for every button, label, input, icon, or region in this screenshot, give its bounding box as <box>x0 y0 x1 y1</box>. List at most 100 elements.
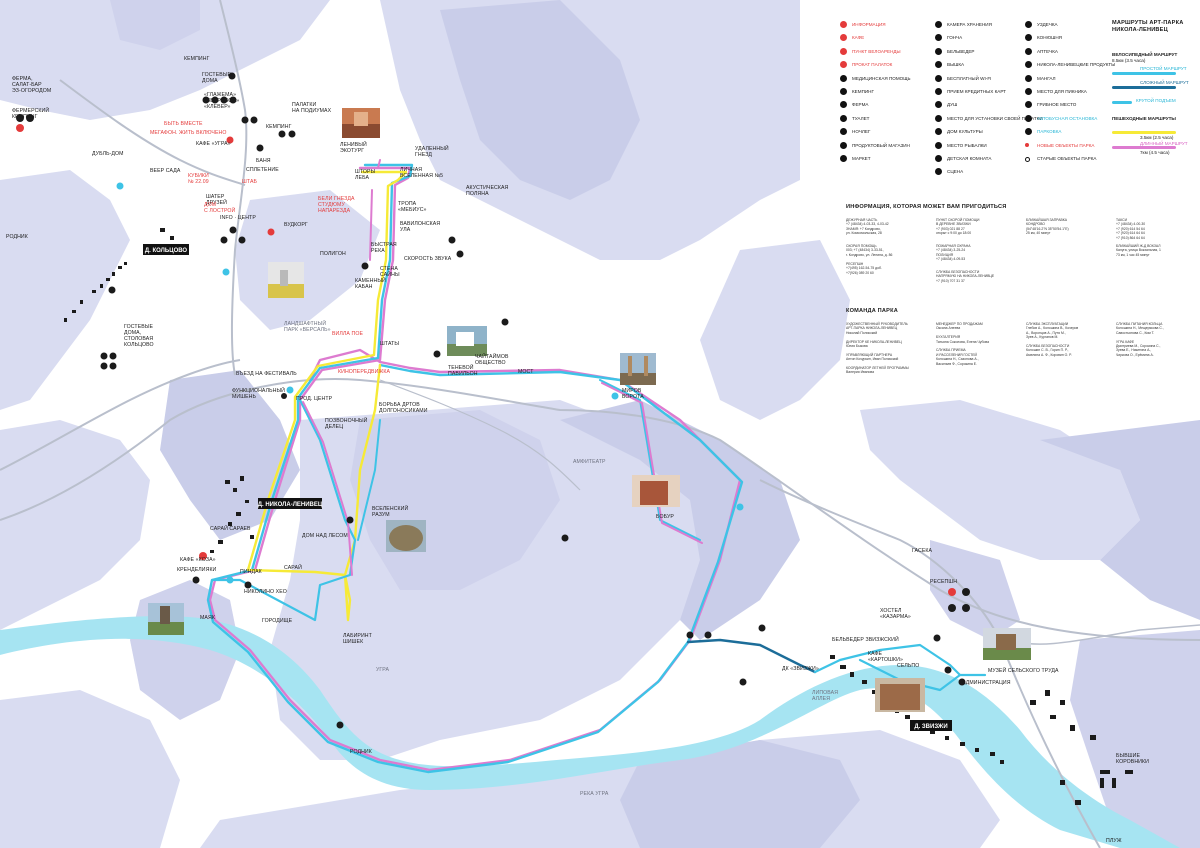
place-label-tropa-mebius: ТРОПА«МЕБИУС» <box>398 201 427 213</box>
info-block: СКОРАЯ ПОМОЩЬ 003; +7 (48434) 3-33-51, г… <box>846 244 893 257</box>
place-label-ugra-water: УГРА <box>376 667 390 673</box>
bike-route-heading: ВЕЛОСИПЕДНЫЙ МАРШРУТ <box>1112 52 1178 57</box>
legend-icon <box>840 61 847 69</box>
team-block: СЛУЖБА ЭКСПЛУАТАЦИИ Глебов А., Колошина … <box>1026 322 1079 357</box>
river-ugra <box>0 616 1180 848</box>
place-label-veer-sada: ВЕЕР САДА <box>150 168 181 174</box>
legend-icon <box>935 34 942 42</box>
legend-icon <box>935 47 942 55</box>
photo-arch <box>620 353 656 385</box>
place-label-pr-tsentr: ПРОД. ЦЕНТР <box>296 396 333 402</box>
long-route-sub: 7км (4.5 часа) <box>1140 150 1170 155</box>
info-heading: ИНФОРМАЦИЯ, КОТОРАЯ МОЖЕТ ВАМ ПРИГОДИТЬС… <box>846 204 1007 210</box>
legend-label: МЕСТО ДЛЯ ПИКНИКА <box>1037 89 1087 94</box>
legend-icon <box>1025 88 1032 95</box>
svg-text:Д. НИКОЛА-ЛЕНИВЕЦ: Д. НИКОЛА-ЛЕНИВЕЦ <box>258 502 323 508</box>
place-label-museum: МУЗЕЙ СЕЛЬСКОГО ТРУДА <box>988 666 1059 674</box>
legend-icon <box>840 34 847 42</box>
legend-icon <box>1025 61 1032 69</box>
team-block: СЛУЖБА ПИТАНИЯ КОЛЬЦА Колошина Н., Мещер… <box>1116 322 1164 357</box>
bike-route-sub: 8.5км (3.5 часа) <box>1112 58 1146 63</box>
place-label-pindak: ПИНДАК <box>240 569 262 575</box>
legend-icon <box>935 141 942 149</box>
team-block: ХУДОЖЕСТВЕННЫЙ РУКОВОДИТЕЛЬ АРТ-ПАРКА НИ… <box>846 322 909 375</box>
team-block: МЕНЕДЖЕР ПО ПРОДАЖАМ Оксана Алеева БУХГА… <box>936 322 989 366</box>
legend-icon <box>935 61 942 69</box>
place-label-rodnik-bottom: РОДНИК <box>350 749 372 755</box>
legend-icon <box>840 128 847 136</box>
legend-icon <box>935 101 942 109</box>
place-label-amfiteatr: АМФИТЕАТР <box>573 459 606 465</box>
legend-label: НОЧЛЕГ <box>852 129 871 135</box>
place-label-villa-pog: ВИЛЛА ПОЕ <box>332 331 363 337</box>
legend-icon <box>935 88 942 95</box>
legend-label: КЕМПИНГ <box>852 89 874 94</box>
legend-label: КАМЕРА ХРАНЕНИЯ <box>947 22 992 27</box>
village-tag-koltsovo: Д. КОЛЬЦОВО <box>143 244 189 255</box>
place-label-reka-ugra: РЕКА УГРА <box>580 791 609 797</box>
place-label-hostel: ХОСТЕЛ«КАЗАРМА» <box>880 608 911 620</box>
legend-icon <box>1025 114 1032 122</box>
legend-label: МЕДИЦИНСКАЯ ПОМОЩЬ <box>852 75 911 81</box>
legend-icon <box>935 128 942 136</box>
place-label-camping-mid: КЕМПИНГ <box>266 124 292 130</box>
legend-icon <box>840 21 847 28</box>
place-label-shtrafstoyka: ШТАТЫ <box>380 341 399 347</box>
legend-label: НОВЫЕ ОБЪЕКТЫ ПАРКА <box>1037 142 1095 148</box>
legend-label: ПРИЕМ КРЕДИТНЫХ КАРТ <box>947 89 1006 94</box>
legend-label: ТУАЛЕТ <box>852 115 870 121</box>
place-label-cafe-ugra: КАФЕ «УГРА» <box>196 141 231 147</box>
simple-route-swatch <box>1112 72 1176 75</box>
place-label-krenderky: КРЕНДЕЛИЯКИ <box>177 567 217 573</box>
info-block: ТАКСИ +7 (48434) 4-00-30 +7 (920) 614 54… <box>1116 218 1146 240</box>
legend-icon <box>840 88 847 95</box>
legend-label: СТАРЫЕ ОБЪЕКТЫ ПАРКА <box>1037 156 1097 161</box>
info-block: РЕСЕПШН +7(495) 162-54-75 доб. +7(926) 0… <box>846 262 882 275</box>
place-label-vezd-festival: ВЪЕЗД НА ФЕСТИВАЛЬ <box>236 371 297 377</box>
place-label-gaseka: ГАСЕКА <box>912 548 933 554</box>
legend-icon <box>840 74 847 82</box>
legend-label: ДОМ КУЛЬТУРЫ <box>947 129 983 135</box>
legend-label: БЕЛЬВЕДЕР <box>947 48 975 54</box>
routes-title-line1: МАРШРУТЫ АРТ-ПАРКА <box>1112 20 1184 26</box>
place-label-adm: АДМИНИСТРАЦИЯ <box>962 680 1011 686</box>
legend-label: ПРОКАТ ПАЛАТОК <box>852 62 893 68</box>
photo-vselensky-razum <box>386 520 426 552</box>
legend-label: СЦЕНА <box>947 169 964 175</box>
svg-text:Д. ЗВИЗЖИ: Д. ЗВИЗЖИ <box>914 724 947 730</box>
legend-icon <box>935 21 942 28</box>
simple-bike-route <box>206 163 744 774</box>
legend-label: МЕСТО РЫБАЛКИ <box>947 142 987 148</box>
photo-ugra-gates <box>342 108 380 138</box>
place-label-megafon: МЕГАФОН. ЖИТЬ ВКЛЮЧЕНО <box>150 130 227 136</box>
legend-label: ГОНЧА <box>947 35 963 41</box>
village-tag-nikola-lenivets: Д. НИКОЛА-ЛЕНИВЕЦ <box>258 498 323 509</box>
short-route-sub: 3.5км (2.5 часа) <box>1140 135 1174 140</box>
place-label-bike-rental-label: КИНОПЕРЕДВИЖКА <box>338 369 390 375</box>
legend-icon <box>935 168 942 176</box>
long-walking-route <box>208 166 742 772</box>
legend-icon <box>1025 128 1032 136</box>
legend-label: МАНГАЛ <box>1037 75 1056 81</box>
legend-icon <box>840 114 847 122</box>
hard-route-swatch <box>1112 86 1176 89</box>
legend-label: МАРКЕТ <box>852 156 871 161</box>
legend-icon <box>1025 101 1032 109</box>
